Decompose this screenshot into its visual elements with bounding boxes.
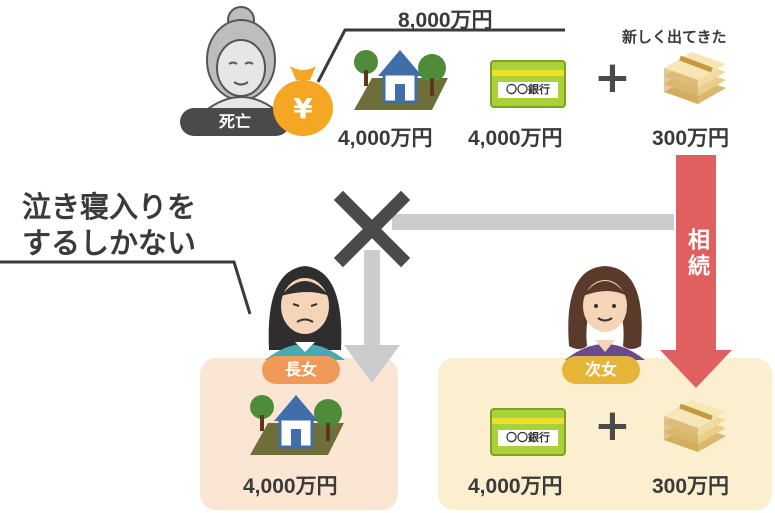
- younger-daughter-bank-card-icon: 〇〇銀行: [490, 408, 566, 456]
- bank-card-icon: 〇〇銀行: [490, 60, 566, 108]
- plus-sign-bottom: +: [594, 400, 631, 451]
- money-bag-icon: ¥: [273, 66, 333, 136]
- bank-card-name: 〇〇銀行: [498, 82, 558, 98]
- younger-daughter-icon: [565, 266, 645, 360]
- elder-daughter-icon: [265, 266, 345, 360]
- elder-daughter-badge: 長女: [262, 356, 340, 384]
- estate-total: 8,000万円: [398, 9, 493, 32]
- elder-daughter-house-icon: [250, 395, 344, 455]
- elder-daughter-comment-line1: 泣き寝入りを: [22, 190, 197, 224]
- inheritance-arrow-shaft: [676, 155, 716, 355]
- gray-arrow-head: [344, 345, 400, 383]
- svg-text:¥: ¥: [293, 92, 313, 125]
- gray-arrow-horizontal: [392, 214, 674, 230]
- found-value: 300万円: [652, 127, 730, 150]
- younger-daughter-cash-stack-icon: [664, 400, 726, 452]
- inheritance-label: 相続: [684, 228, 709, 280]
- gray-arrow-vertical: [364, 250, 380, 350]
- house-value: 4,000万円: [338, 127, 433, 150]
- inheritance-arrow-head: [660, 350, 732, 388]
- younger-daughter-cash-value: 300万円: [652, 475, 730, 498]
- younger-daughter-bank-value: 4,000万円: [468, 475, 563, 498]
- deceased-badge: 死亡: [180, 108, 290, 136]
- elder-daughter-comment-line2: するしかない: [22, 226, 197, 260]
- found-label: 新しく出てきた: [622, 28, 727, 46]
- elder-daughter-house-value: 4,000万円: [243, 475, 338, 498]
- younger-daughter-badge: 次女: [562, 356, 640, 384]
- house-icon: [354, 50, 448, 110]
- cross-mark-icon: [333, 190, 411, 268]
- cash-stack-icon: [664, 52, 726, 104]
- total-leader-line: [316, 28, 565, 83]
- comment-leader-line: [0, 260, 252, 315]
- grandmother-icon: [203, 6, 279, 113]
- younger-daughter-bank-card-name: 〇〇銀行: [498, 430, 558, 446]
- bank-value: 4,000万円: [468, 127, 563, 150]
- plus-sign-top: +: [594, 52, 631, 103]
